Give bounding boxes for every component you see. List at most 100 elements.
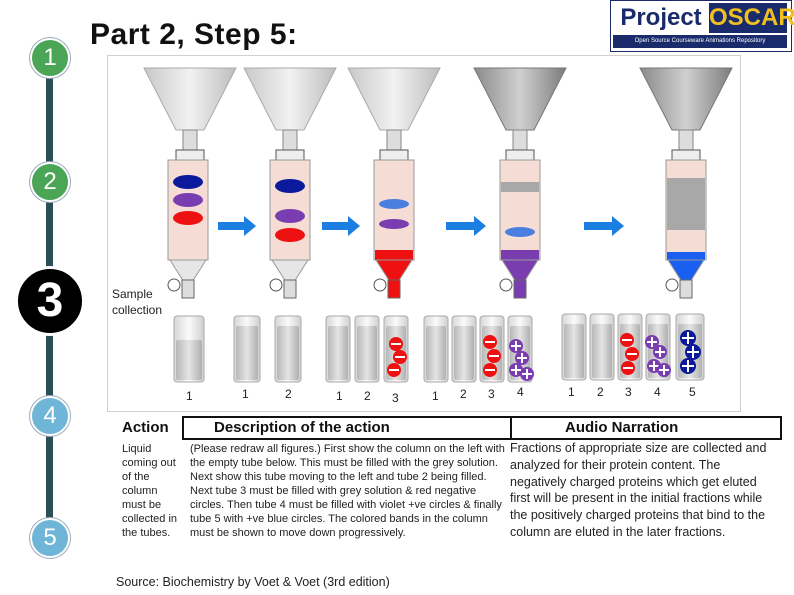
band-violet-2 (275, 209, 305, 223)
stopcock-4 (499, 278, 513, 292)
band-blue-2 (275, 179, 305, 193)
column-body-4 (499, 159, 541, 261)
positive-circle-icon (645, 335, 659, 349)
negative-circle-icon (483, 363, 497, 377)
col-header-action: Action (122, 419, 169, 436)
funnel-stem-5 (678, 129, 694, 153)
tube-label-g5-3: 3 (625, 385, 632, 399)
positive-circle-icon (653, 345, 667, 359)
band-grey-4 (501, 182, 539, 192)
band-lightblue-3 (379, 199, 409, 209)
funnel-5 (639, 67, 733, 131)
tube-fill-grey (564, 324, 584, 378)
sample-collection-label: Sample collection (112, 287, 163, 317)
band-blue-1 (173, 175, 203, 189)
stopcock-1 (167, 278, 181, 292)
tube-fill-grey (176, 340, 202, 380)
funnel-1 (143, 67, 237, 131)
tube-label-g3-2: 2 (364, 389, 371, 403)
positive-circle-icon (509, 363, 523, 377)
band-violet-1 (173, 193, 203, 207)
funnel-stem-1 (182, 129, 198, 153)
negative-circle-icon (387, 363, 401, 377)
tube-label-g1-1: 1 (186, 389, 193, 403)
tube-label-g4-3: 3 (488, 387, 495, 401)
positive-circle-icon (680, 358, 696, 374)
step-2[interactable]: 2 (30, 162, 70, 202)
band-violet-3 (379, 219, 409, 229)
positive-circle-icon (515, 351, 529, 365)
tube-label-g4-2: 2 (460, 387, 467, 401)
logo-subtitle: Open Source Courseware Animations Reposi… (613, 35, 787, 48)
tube-label-g3-3: 3 (392, 391, 399, 405)
positive-circle-icon (685, 344, 701, 360)
tube-group-3 (325, 315, 409, 383)
column-outlet-1 (181, 279, 195, 299)
funnel-stem-3 (386, 129, 402, 153)
step-4[interactable]: 4 (30, 396, 70, 436)
tube-label-g2-1: 1 (242, 387, 249, 401)
audio-narration-cell: Fractions of appropriate size are collec… (510, 441, 767, 539)
arrow-right-icon (322, 216, 360, 236)
arrow-right-icon (584, 216, 624, 236)
tube-label-g4-4: 4 (517, 385, 524, 399)
column-cap-3 (379, 149, 409, 161)
stopcock-2 (269, 278, 283, 292)
positive-circle-icon (680, 330, 696, 346)
tube-fill-grey (592, 324, 612, 378)
column-2 (243, 67, 337, 299)
band-red-1 (173, 211, 203, 225)
tube-fill-grey (454, 326, 474, 380)
positive-circle-icon (520, 367, 534, 381)
funnel-2 (243, 67, 337, 131)
column-cap-2 (275, 149, 305, 161)
band-red-3 (375, 250, 413, 260)
tube-fill-grey (236, 326, 258, 380)
tube-group-2 (233, 315, 302, 383)
column-1 (143, 67, 237, 299)
tube-label-g3-1: 1 (336, 389, 343, 403)
tube-group-1 (173, 315, 205, 383)
column-outlet-4 (513, 279, 527, 299)
column-body-3 (373, 159, 415, 261)
step-5[interactable]: 5 (30, 518, 70, 558)
tube-label-g5-1: 1 (568, 385, 575, 399)
arrow-right-icon (446, 216, 486, 236)
tube-labels: 1 1 2 1 2 3 1 2 3 4 1 2 3 4 5 (186, 385, 696, 405)
logo-project-text: Project (613, 3, 709, 33)
chromatography-diagram: 1 1 2 1 2 3 1 2 3 4 1 2 3 4 5 (143, 67, 733, 405)
col-header-description: Description of the action (214, 419, 390, 436)
column-outlet-2 (283, 279, 297, 299)
band-blue-5 (667, 252, 705, 260)
negative-circle-icon (393, 350, 407, 364)
column-cap-5 (671, 149, 701, 161)
band-lightblue-4 (505, 227, 535, 237)
stopcock-3 (373, 278, 387, 292)
band-violet-4 (501, 250, 539, 260)
tube-label-g2-2: 2 (285, 387, 292, 401)
tube-label-g5-5: 5 (689, 385, 696, 399)
negative-circle-icon (620, 333, 634, 347)
column-cap-1 (175, 149, 205, 161)
tube-label-g5-4: 4 (654, 385, 661, 399)
funnel-stem-2 (282, 129, 298, 153)
action-cell: Liquid coming out of the column must be … (122, 443, 178, 539)
step-3[interactable]: 3 (15, 266, 85, 336)
positive-circle-icon (657, 363, 671, 377)
negative-circle-icon (487, 349, 501, 363)
tube-label-g5-2: 2 (597, 385, 604, 399)
column-4 (473, 67, 567, 299)
project-oscar-logo: Project OSCAR Open Source Courseware Ani… (610, 0, 794, 52)
logo-oscar-text: OSCAR (709, 3, 794, 33)
source-citation: Source: Biochemistry by Voet & Voet (3rd… (116, 575, 390, 589)
diagram-frame (107, 55, 741, 412)
audio-header-box (510, 416, 782, 440)
page-title: Part 2, Step 5: (90, 18, 298, 51)
tube-fill-grey (426, 326, 446, 380)
negative-circle-icon (625, 347, 639, 361)
stopcock-5 (665, 278, 679, 292)
column-3 (347, 67, 441, 299)
step-1[interactable]: 1 (30, 38, 70, 78)
negative-circle-icon (389, 337, 403, 351)
column-outlet-5 (679, 279, 693, 299)
